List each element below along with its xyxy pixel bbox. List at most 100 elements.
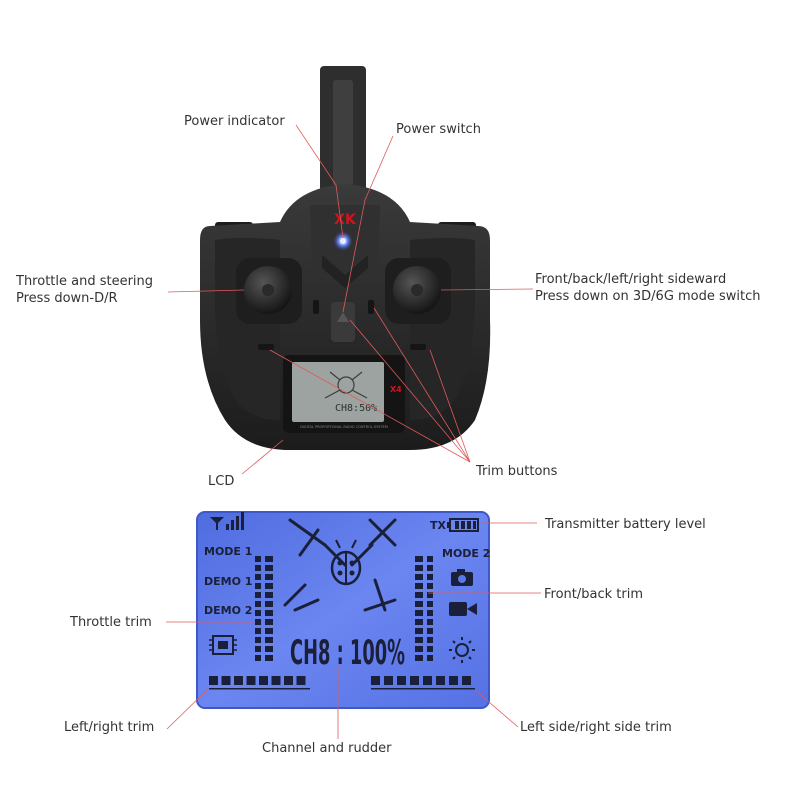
left-stick[interactable] [236,258,302,324]
leader-lines [166,124,541,739]
demo2-label: DEMO 2 [204,604,252,617]
label-lcd: LCD [208,474,234,489]
trim-segment [427,619,433,625]
trim-segment [415,637,423,643]
trim-segment [255,646,261,652]
channel-readout: CH8 : 100% [290,633,405,673]
trim-segment [449,676,458,685]
chip-icon [209,635,237,655]
trim-segment [255,592,261,598]
trim-segment [371,676,380,685]
front-back-trim-bar [415,556,433,661]
trim-segment [415,610,423,616]
label-throttle-line1: Throttle and steering [15,274,153,289]
trim-segment [265,592,273,598]
controller-lcd [292,362,384,422]
trim-segment [415,646,423,652]
trim-segment [255,601,261,607]
label-side-trim: Left side/right side trim [520,720,672,735]
quadcopter-icon [283,518,397,612]
trim-segment [397,676,406,685]
left-right-trim-bar [209,676,310,690]
trim-segment [427,556,433,562]
trim-segment [415,601,423,607]
trim-segment [436,676,445,685]
trim-segment [296,676,306,685]
throttle-trim-bar [255,556,273,661]
trim-segment [427,655,433,661]
trim-segment [427,637,433,643]
trim-segment [462,676,471,685]
trim-segment [265,556,273,562]
trim-segment [259,676,268,685]
label-front-line1: Front/back/left/right sideward [535,272,726,287]
trim-button[interactable] [313,300,319,314]
mode2-label: MODE 2 [442,547,490,560]
trim-segment [415,592,423,598]
trim-segment [415,628,423,634]
screen-brand: X4 [390,385,402,394]
screen-caption: DIGITAL PROPORTIONAL RADIO CONTROL SYSTE… [300,425,388,429]
label-front-line2: Press down on 3D/6G mode switch [535,289,761,304]
trim-segment [209,688,310,690]
camera-icon [451,569,473,586]
label-throttle-trim: Throttle trim [69,615,152,630]
right-stick[interactable] [385,258,451,324]
trim-segment [415,574,423,580]
trim-segment [427,646,433,652]
trim-segment [246,676,256,685]
trim-segment [265,655,273,661]
trim-segment [265,637,273,643]
trim-segment [265,574,273,580]
trim-button[interactable] [368,300,374,314]
trim-segment [255,637,261,643]
trim-segment [255,628,261,634]
trim-segment [410,676,419,685]
trim-segment [271,676,281,685]
trim-segment [415,565,423,571]
trim-segment [234,676,243,685]
trim-segment [255,655,261,661]
side-trim-bar [371,676,475,690]
trim-segment [384,676,393,685]
label-left-right-trim: Left/right trim [64,720,154,735]
trim-segment [255,565,261,571]
trim-segment [265,601,273,607]
trim-segment [427,610,433,616]
trim-segment [415,619,423,625]
trim-segment [255,610,261,616]
label-power-indicator: Power indicator [184,114,285,129]
mode1-label: MODE 1 [204,545,252,558]
label-front-back-trim: Front/back trim [544,587,643,602]
trim-segment [265,619,273,625]
label-channel-rudder: Channel and rudder [262,741,392,756]
trim-segment [255,619,261,625]
battery-icon [447,518,479,532]
label-throttle-line2: Press down-D/R [16,291,118,306]
trim-segment [265,583,273,589]
svg-text:CH8:50%: CH8:50% [335,403,377,414]
controller: XK CH8:50% X4 DIGITA [200,66,491,450]
light-icon [449,637,475,663]
trim-segment [423,676,432,685]
trim-segment [221,676,231,685]
trim-segment [265,628,273,634]
signal-icon [210,512,244,530]
trim-segment [255,583,261,589]
trim-segment [415,655,423,661]
trim-segment [427,592,433,598]
trim-segment [265,610,273,616]
trim-segment [427,574,433,580]
trim-segment [265,565,273,571]
label-trim-buttons: Trim buttons [475,464,558,479]
label-battery-level: Transmitter battery level [544,517,706,532]
trim-segment [415,556,423,562]
tx-label: TX [430,519,447,532]
trim-button[interactable] [410,344,426,350]
lcd-detail-panel: TX MODE 1 DEMO 1 DEMO 2 MODE 2 [196,511,490,709]
trim-segment [255,574,261,580]
trim-button[interactable] [258,344,274,350]
trim-segment [284,676,293,685]
trim-segment [427,583,433,589]
